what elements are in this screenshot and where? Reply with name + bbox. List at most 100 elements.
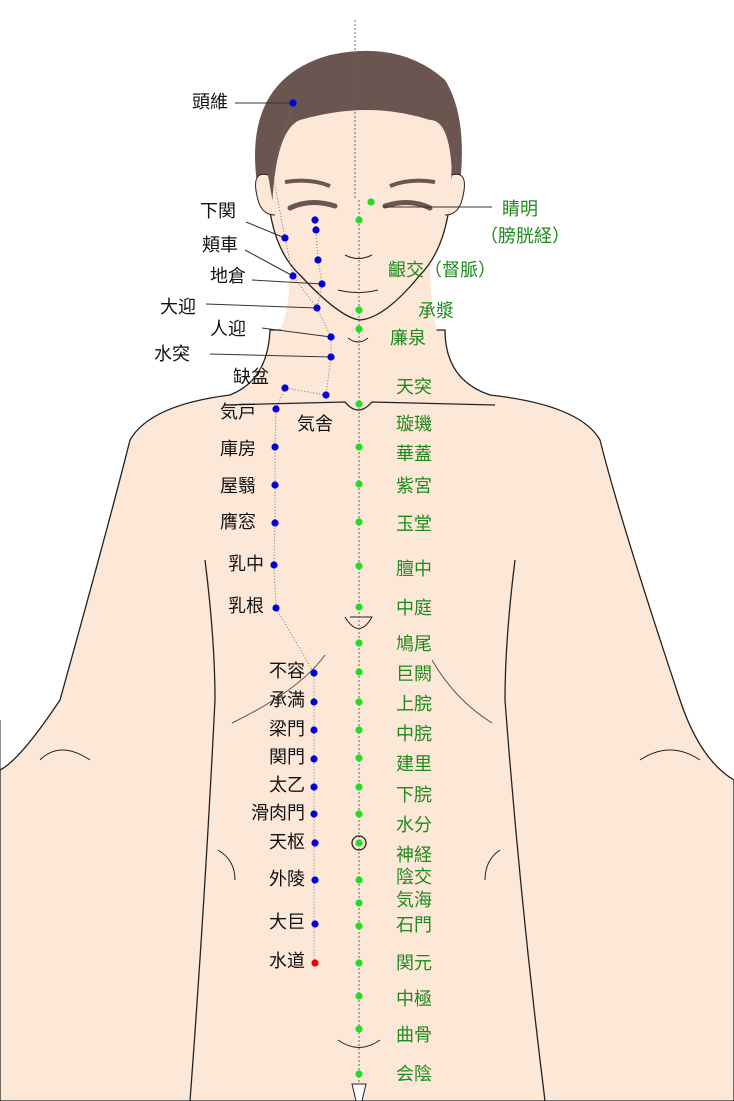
point-label: 気戸	[220, 402, 256, 423]
conception-point	[355, 603, 363, 611]
point-label: 膻中	[396, 559, 432, 580]
stomach-point	[311, 920, 319, 928]
point-label: 水突	[154, 344, 190, 365]
point-label: 上脘	[396, 694, 432, 715]
point-label: 屋翳	[220, 476, 256, 497]
stomach-point	[311, 839, 319, 847]
conception-point	[355, 518, 363, 526]
stomach-point	[310, 810, 318, 818]
leader-line	[251, 279, 323, 285]
point-label: 気海	[396, 890, 432, 911]
leader-line	[245, 221, 286, 239]
point-label: 中極	[396, 989, 432, 1010]
point-label: 承漿	[418, 301, 454, 322]
point-label: 玉堂	[396, 514, 432, 535]
conception-point	[355, 668, 363, 676]
point-label: 庫房	[220, 439, 256, 460]
point-label: 璇璣	[396, 414, 432, 435]
conception-point	[367, 198, 375, 206]
stomach-point	[311, 959, 319, 967]
stomach-point	[271, 481, 279, 489]
point-label: （膀胱経）	[480, 226, 570, 247]
point-label: 下脘	[396, 785, 432, 806]
point-label: 大巨	[269, 912, 305, 933]
conception-point	[355, 562, 363, 570]
stomach-point	[271, 519, 279, 527]
conception-point	[355, 698, 363, 706]
point-label: 鳩尾	[396, 634, 432, 655]
stomach-point	[314, 256, 322, 264]
point-label: 建里	[396, 754, 432, 775]
conception-point	[355, 480, 363, 488]
conception-point	[355, 639, 363, 647]
point-label: 水分	[396, 815, 432, 836]
point-label: 缺盆	[233, 367, 269, 388]
stomach-point	[289, 272, 297, 280]
point-label: 気舎	[297, 414, 333, 435]
point-label: 不容	[269, 661, 305, 682]
point-label: 神経	[396, 845, 432, 866]
stomach-point	[313, 304, 321, 312]
point-label: 水道	[269, 951, 305, 972]
stomach-point	[281, 384, 289, 392]
leader-line	[261, 327, 332, 338]
point-label: 滑肉門	[251, 803, 305, 824]
point-label: 石門	[396, 915, 432, 936]
stomach-point	[318, 280, 326, 288]
conception-point	[355, 443, 363, 451]
leader-line	[205, 303, 318, 309]
point-label: 廉泉	[390, 328, 426, 349]
stomach-point	[311, 876, 319, 884]
conception-point	[355, 992, 363, 1000]
stomach-point	[272, 604, 280, 612]
conception-point	[355, 922, 363, 930]
point-label: 頭維	[192, 92, 228, 113]
stomach-point	[311, 216, 319, 224]
conception-point	[355, 839, 363, 847]
point-label: 下関	[200, 201, 236, 222]
stomach-point	[281, 234, 289, 242]
stomach-point	[271, 443, 279, 451]
stomach-point	[310, 726, 318, 734]
stomach-point	[310, 783, 318, 791]
point-label: 睛明	[502, 199, 538, 220]
conception-point	[355, 959, 363, 967]
point-label: 地倉	[210, 266, 246, 287]
stomach-point	[312, 226, 320, 234]
conception-point	[355, 325, 363, 333]
conception-point	[355, 1025, 363, 1033]
conception-point	[355, 1070, 363, 1078]
point-label: 梁門	[269, 719, 305, 740]
point-label: 天枢	[269, 832, 305, 853]
point-label: 陰交	[396, 867, 432, 888]
stomach-point	[289, 99, 297, 107]
point-label: 中庭	[396, 598, 432, 619]
torso	[0, 329, 734, 1101]
stomach-point	[327, 333, 335, 341]
stomach-point	[270, 561, 278, 569]
stomach-point	[310, 755, 318, 763]
point-label: 膺窓	[220, 512, 256, 533]
hair	[255, 50, 462, 211]
conception-point	[355, 783, 363, 791]
point-label: 天突	[396, 377, 432, 398]
point-label: 巨闕	[396, 664, 432, 685]
conception-point	[355, 899, 363, 907]
point-label: 華蓋	[396, 444, 432, 465]
stomach-point	[272, 405, 280, 413]
point-label: 外陵	[269, 869, 305, 890]
point-label: 太乙	[269, 775, 305, 796]
point-label: 承満	[269, 690, 305, 711]
stomach-point	[322, 391, 330, 399]
point-label: 乳根	[228, 596, 264, 617]
conception-point	[355, 216, 363, 224]
stomach-point	[310, 669, 318, 677]
point-label: 齦交（督脈）	[388, 260, 496, 281]
leader-line	[244, 249, 294, 277]
conception-point	[355, 754, 363, 762]
point-label: 関元	[396, 953, 432, 974]
point-label: 関門	[269, 747, 305, 768]
stomach-point	[327, 353, 335, 361]
